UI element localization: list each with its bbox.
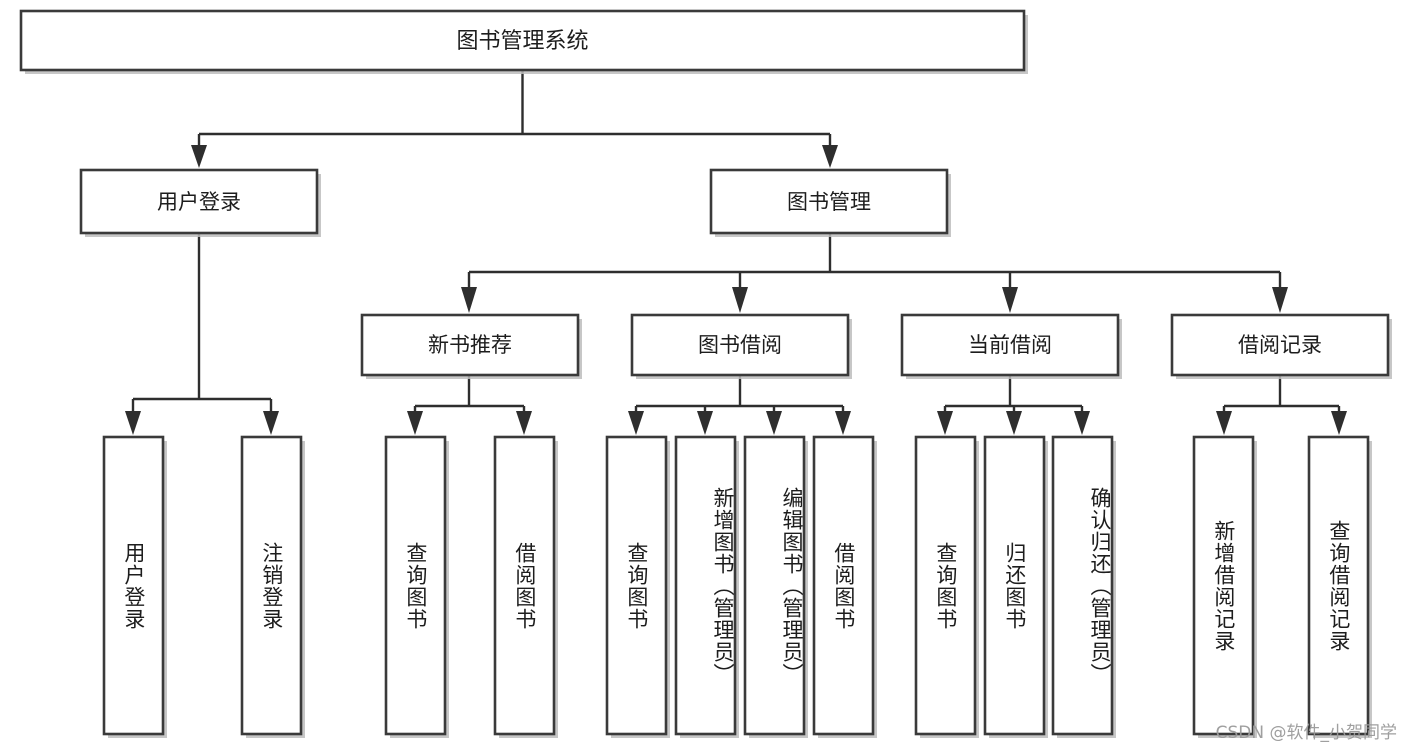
node-leaf-edit-book[interactable] [743, 435, 808, 738]
borrow-record-label: 借阅记录 [1238, 333, 1322, 357]
node-leaf-query-book-1[interactable] [384, 435, 449, 738]
node-user-login[interactable]: 用户登录 [79, 168, 321, 237]
book-borrow-label: 图书借阅 [698, 333, 782, 357]
arrowhead-leaf-borrow-book-1 [516, 411, 532, 435]
node-leaf-add-record[interactable] [1192, 435, 1257, 738]
node-new-book-rec[interactable]: 新书推荐 [360, 313, 582, 379]
csdn-watermark: CSDN @软件_小贺同学 [1215, 723, 1397, 743]
leaf-query-book-2-box [605, 435, 668, 736]
node-book-manage[interactable]: 图书管理 [709, 168, 951, 237]
arrowhead-book-manage [822, 145, 838, 168]
leaf-query-record-box [1307, 435, 1370, 736]
leaf-edit-book-box [743, 435, 806, 736]
leaf-borrow-book-1-box [493, 435, 556, 736]
arrowhead-borrow-record [1272, 287, 1288, 313]
leaf-query-book-3-box [914, 435, 977, 736]
node-leaf-add-book[interactable] [674, 435, 739, 738]
node-leaf-user-login[interactable] [102, 435, 167, 738]
node-leaf-logout[interactable] [240, 435, 305, 738]
user-login-box [79, 168, 319, 235]
arrowhead-leaf-confirm-return [1074, 411, 1090, 435]
leaf-add-book-box [674, 435, 737, 736]
new-book-rec-label: 新书推荐 [428, 333, 512, 357]
node-borrow-record[interactable]: 借阅记录 [1170, 313, 1392, 379]
current-borrow-label: 当前借阅 [968, 333, 1052, 357]
leaf-return-book-box [983, 435, 1046, 736]
arrowhead-leaf-logout [263, 411, 279, 435]
current-borrow-box [900, 313, 1120, 377]
book-manage-label: 图书管理 [787, 190, 871, 214]
arrowhead-current-borrow [1002, 287, 1018, 313]
arrowhead-leaf-add-record [1216, 411, 1232, 435]
book-borrow-box [630, 313, 850, 377]
book-manage-box [709, 168, 949, 235]
node-root[interactable]: 图书管理系统 [19, 9, 1028, 74]
leaf-user-login-box [102, 435, 165, 736]
arrowhead-leaf-edit-book [766, 411, 782, 435]
arrowhead-leaf-return-book [1006, 411, 1022, 435]
new-book-rec-box [360, 313, 580, 377]
arrowhead-leaf-borrow-book-2 [835, 411, 851, 435]
node-leaf-borrow-book-2[interactable] [812, 435, 877, 738]
root-box [19, 9, 1026, 72]
arrowhead-new-book-rec [461, 287, 477, 313]
leaf-confirm-return-box [1051, 435, 1114, 736]
root-label: 图书管理系统 [456, 29, 588, 54]
arrowhead-leaf-add-book [697, 411, 713, 435]
leaf-query-book-1-box [384, 435, 447, 736]
arrowhead-leaf-user-login [125, 411, 141, 435]
user-login-label: 用户登录 [157, 190, 241, 214]
arrowhead-book-borrow [732, 287, 748, 313]
arrowhead-user-login [191, 145, 207, 168]
leaf-borrow-book-2-box [812, 435, 875, 736]
arrowhead-leaf-query-book-2 [628, 411, 644, 435]
node-book-borrow[interactable]: 图书借阅 [630, 313, 852, 379]
borrow-record-box [1170, 313, 1390, 377]
arrowhead-leaf-query-book-1 [407, 411, 423, 435]
connector-layer [125, 70, 1347, 435]
node-leaf-return-book[interactable] [983, 435, 1048, 738]
node-leaf-query-book-3[interactable] [914, 435, 979, 738]
node-leaf-borrow-book-1[interactable] [493, 435, 558, 738]
leaf-add-record-box [1192, 435, 1255, 736]
node-leaf-query-record[interactable] [1307, 435, 1372, 738]
node-leaf-confirm-return[interactable] [1051, 435, 1116, 738]
node-leaf-query-book-2[interactable] [605, 435, 670, 738]
node-current-borrow[interactable]: 当前借阅 [900, 313, 1122, 379]
arrowhead-leaf-query-book-3 [937, 411, 953, 435]
leaf-logout-box [240, 435, 303, 736]
arrowhead-leaf-query-record [1331, 411, 1347, 435]
